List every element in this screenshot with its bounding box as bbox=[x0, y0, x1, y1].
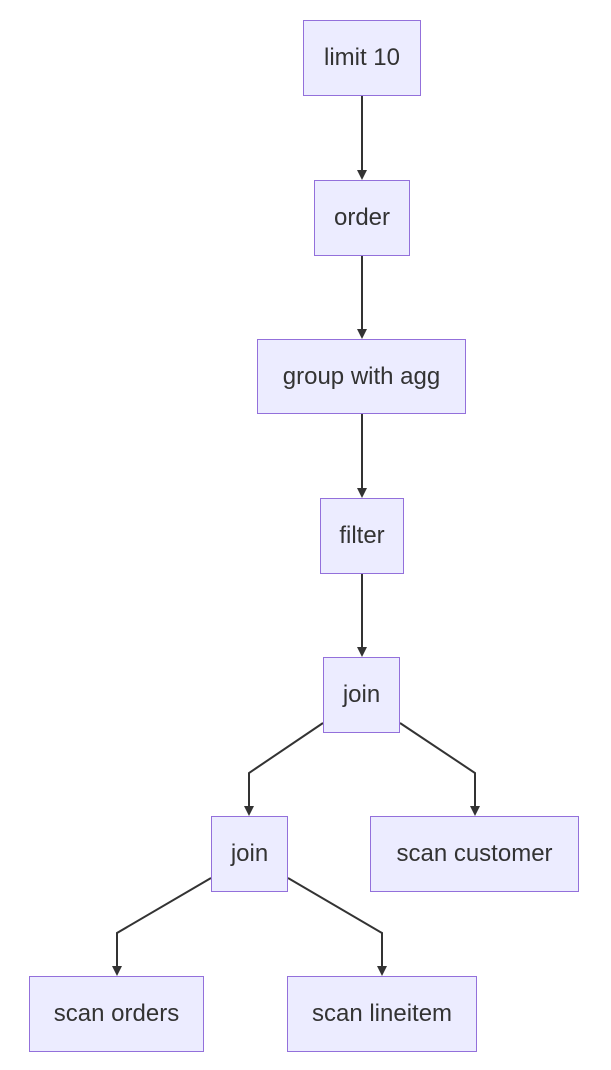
node-group-with-agg: group with agg bbox=[257, 339, 466, 414]
edge-join-to-join bbox=[244, 722, 324, 816]
node-scan-customer: scan customer bbox=[370, 816, 579, 892]
node-join-outer: join bbox=[323, 657, 400, 733]
node-order: order bbox=[314, 180, 410, 256]
edge-join-to-scan-lineitem bbox=[287, 877, 387, 976]
edge-join-to-scan-customer bbox=[399, 722, 480, 816]
node-join-inner: join bbox=[211, 816, 288, 892]
node-limit: limit 10 bbox=[303, 20, 421, 96]
node-filter: filter bbox=[320, 498, 404, 574]
node-scan-orders: scan orders bbox=[29, 976, 204, 1052]
node-scan-lineitem: scan lineitem bbox=[287, 976, 477, 1052]
edge-join-to-scan-orders bbox=[112, 877, 212, 976]
